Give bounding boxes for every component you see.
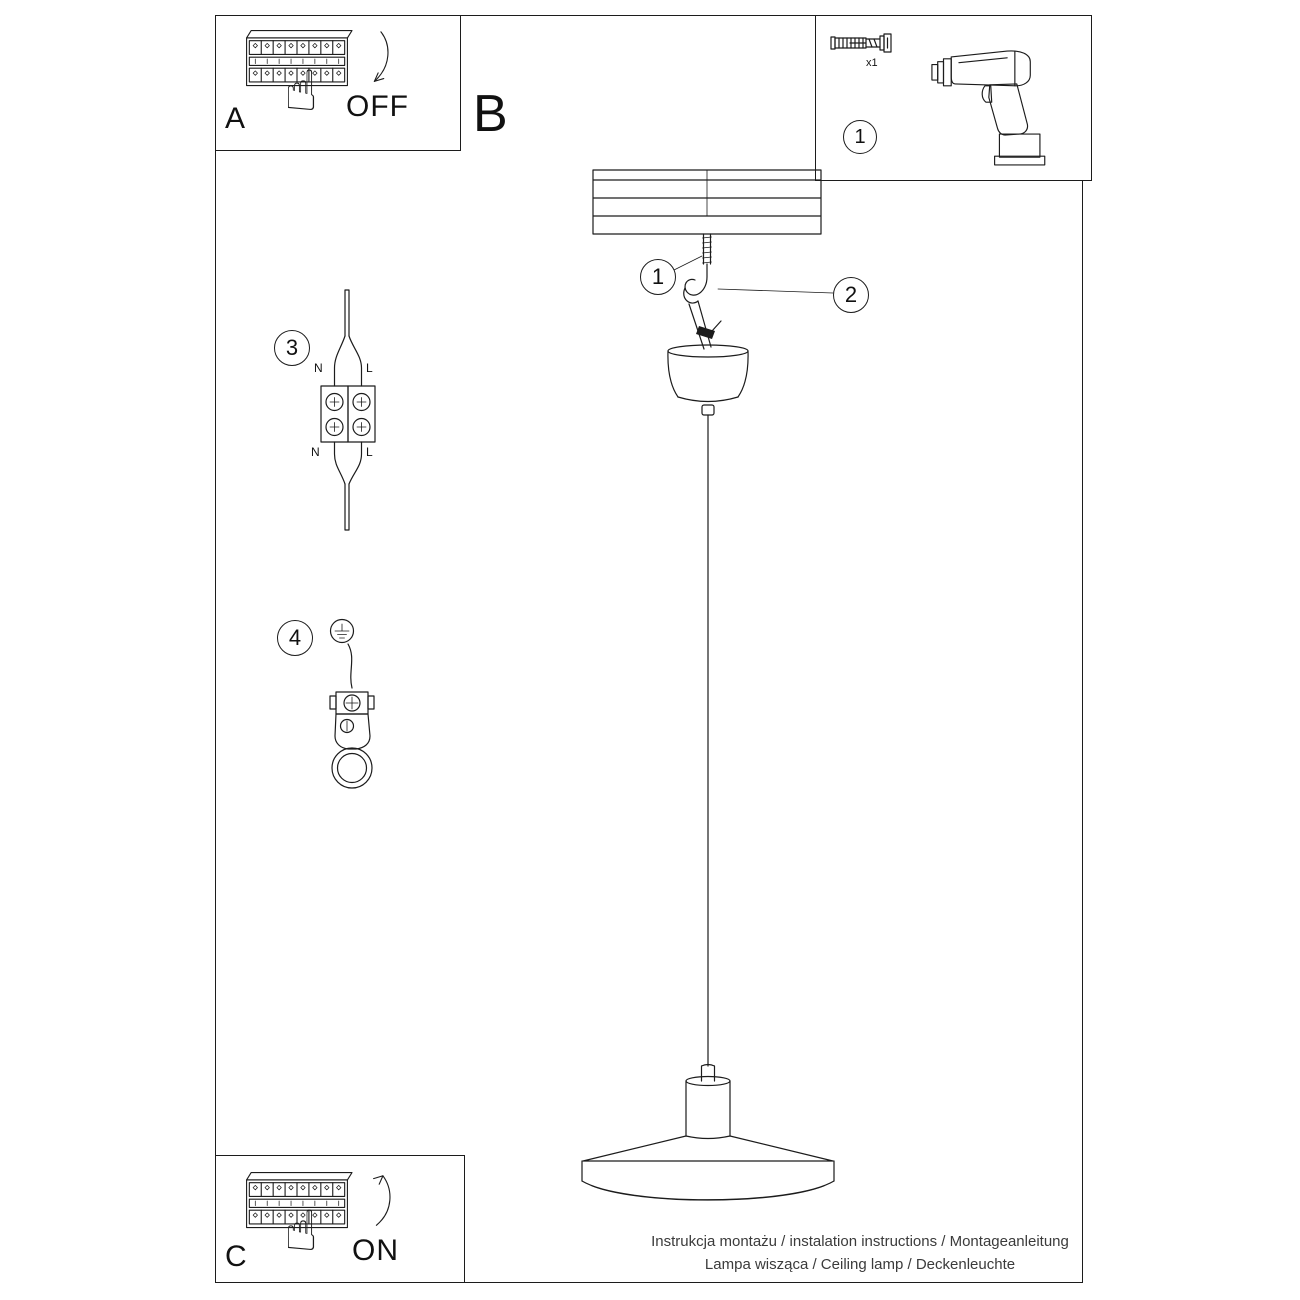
ground-terminal-drawing	[329, 618, 375, 789]
wire-neutral-top-label: N	[314, 361, 323, 375]
main-border	[215, 15, 1083, 1283]
parts-step-number: 1	[854, 125, 866, 148]
step-a-label: A	[225, 102, 246, 135]
wire-neutral-bottom-label: N	[311, 445, 320, 459]
step-b-label: B	[473, 85, 508, 143]
parts-step-callout: 1	[843, 120, 877, 154]
footer-line-1: Instrukcja montażu / instalation instruc…	[651, 1233, 1069, 1250]
wiring-callout-number: 3	[285, 335, 299, 360]
footer-line-2: Lampa wisząca / Ceiling lamp / Deckenleu…	[704, 1256, 1016, 1273]
footer: Instrukcja montażu / instalation instruc…	[610, 1230, 1110, 1276]
rotate-off-arrow-icon	[373, 31, 389, 82]
wall-anchor-icon	[830, 33, 892, 53]
screw-callout-number: 1	[651, 264, 665, 289]
power-off-label: OFF	[346, 90, 409, 123]
hook-callout-number: 2	[844, 282, 858, 307]
ground-callout-number: 4	[288, 625, 302, 650]
hook-callout: 2	[833, 277, 869, 313]
drill-icon	[931, 50, 1046, 166]
breaker-panel-drawing-c	[246, 1172, 353, 1229]
power-on-label: ON	[352, 1234, 399, 1267]
pointing-hand-icon: ☝	[284, 59, 319, 124]
pointing-hand-icon: ☝	[284, 1199, 319, 1264]
terminal-block-drawing	[320, 289, 376, 531]
rotate-on-arrow-icon	[373, 1175, 391, 1226]
wiring-callout: 3	[274, 330, 310, 366]
breaker-panel-drawing-a	[246, 30, 353, 87]
wire-live-top-label: L	[366, 361, 373, 375]
ground-callout: 4	[277, 620, 313, 656]
lamp-assembly-drawing	[581, 169, 835, 1201]
step-c-box	[215, 1155, 465, 1283]
wire-live-bottom-label: L	[366, 445, 373, 459]
screw-callout: 1	[640, 259, 676, 295]
anchor-quantity-label: x1	[866, 57, 878, 69]
step-c-label: C	[225, 1240, 247, 1273]
